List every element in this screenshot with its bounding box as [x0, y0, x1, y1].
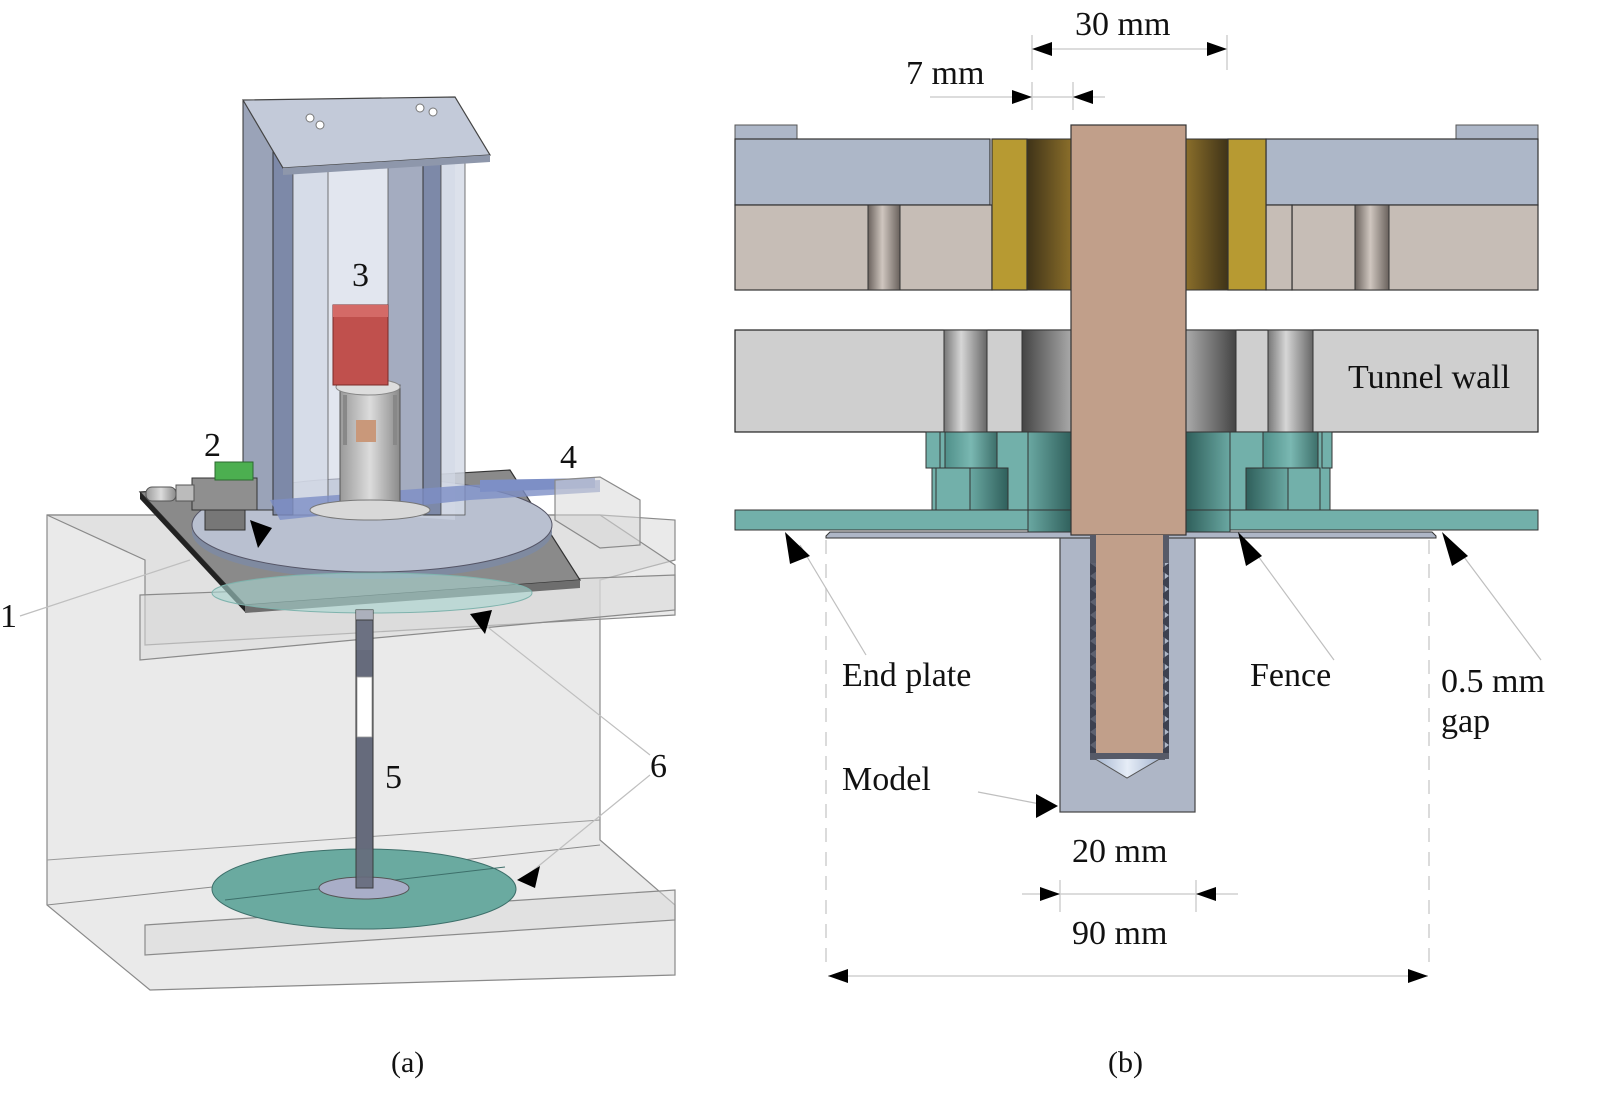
- arrow-turntable: [250, 520, 272, 548]
- arrow-end-plate: [785, 532, 810, 564]
- arrow-model: [1036, 794, 1058, 818]
- panel-b: 30 mm 7 mm 20 mm 90 mm: [734, 6, 1545, 1079]
- callout-3: 3: [352, 257, 369, 294]
- bushing: [991, 138, 1267, 291]
- callout-1: 1: [0, 598, 17, 635]
- lower-end-plate: [211, 619, 517, 930]
- dimension-90mm: 90 mm: [828, 915, 1428, 983]
- callout-6: 6: [650, 748, 667, 785]
- callout-leaders: [19, 520, 651, 888]
- label-model: Model: [842, 761, 931, 798]
- dimension-30mm-label: 30 mm: [1075, 6, 1170, 43]
- dowel-pin: [1354, 204, 1390, 291]
- end-plate: [734, 431, 1539, 533]
- traverse-sensor: [145, 461, 258, 531]
- thread-left: [1090, 563, 1099, 758]
- label-end-plate: End plate: [842, 657, 971, 694]
- dimension-7mm: 7 mm: [906, 55, 1105, 110]
- upper-end-plate: [211, 572, 533, 614]
- label-gap-line1: 0.5 mm: [1441, 663, 1545, 700]
- dimension-90mm-label: 90 mm: [1072, 915, 1167, 952]
- arrow-fence: [1238, 532, 1262, 566]
- shaft: [1070, 124, 1187, 759]
- label-gap-line2: gap: [1441, 703, 1490, 740]
- dimension-7mm-label: 7 mm: [906, 55, 984, 92]
- mounting-plate: [734, 204, 1539, 291]
- callout-5: 5: [385, 759, 402, 796]
- thread-right: [1160, 563, 1169, 758]
- dimension-20mm: 20 mm: [1022, 833, 1238, 912]
- motor-body: [332, 304, 389, 386]
- panel-b-caption: (b): [1108, 1046, 1143, 1079]
- arrow-lower-end-plate: [517, 866, 540, 888]
- dowel-pin: [867, 204, 901, 291]
- arrow-upper-end-plate: [470, 610, 492, 634]
- panel-a: 1 2 3 4 5 6 (a): [0, 96, 676, 1079]
- dimension-30mm: 30 mm: [1031, 6, 1228, 70]
- panel-b-leaders: [785, 532, 1542, 818]
- arrow-gap: [1442, 532, 1468, 566]
- label-tunnel-wall: Tunnel wall: [1348, 359, 1510, 396]
- callout-4: 4: [560, 439, 577, 476]
- top-plate: [734, 124, 1539, 206]
- motor-assembly: [309, 304, 431, 521]
- tower-frame: [241, 96, 600, 520]
- dimension-20mm-label: 20 mm: [1072, 833, 1167, 870]
- pressure-box: [480, 476, 641, 549]
- callout-2: 2: [204, 427, 221, 464]
- label-fence: Fence: [1250, 657, 1331, 694]
- panel-a-caption: (a): [391, 1046, 424, 1079]
